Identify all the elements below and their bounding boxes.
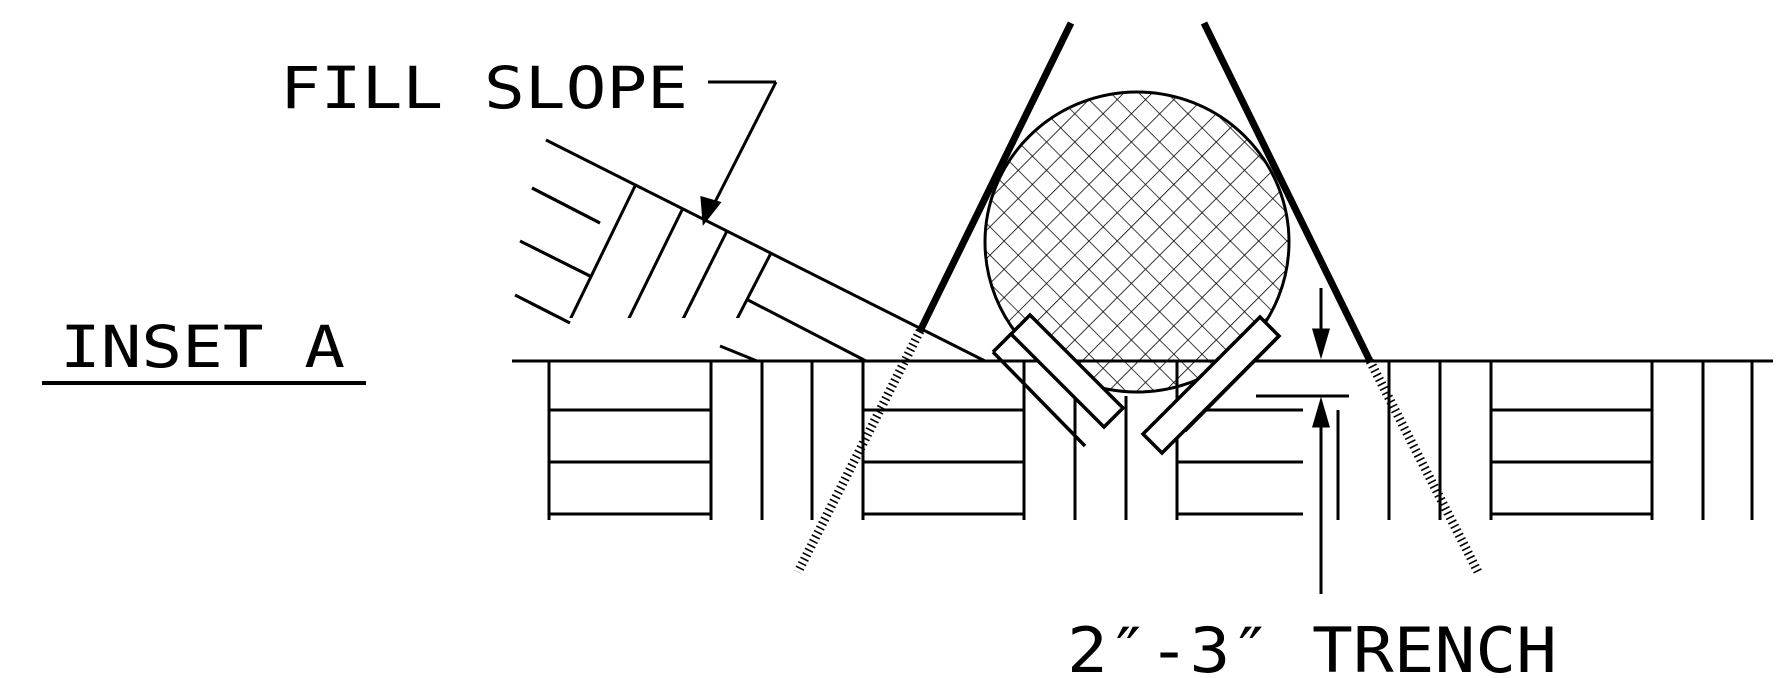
- ground-block-4: [1489, 361, 1654, 520]
- ground-block-1: [547, 361, 713, 520]
- fill-slope-wedge: [514, 138, 986, 363]
- trench-dimension: [1256, 288, 1349, 594]
- trench-label: 2″-3″ TRENCH: [1067, 614, 1557, 678]
- fill-slope-leader: [700, 80, 778, 226]
- ground-block-2: [861, 361, 1026, 520]
- v-trench-walls: [916, 21, 1374, 363]
- tilted-block-extensions: [991, 332, 1281, 448]
- fill-slope-label: FILL SLOPE: [280, 54, 688, 122]
- tilted-blocks: [1008, 312, 1282, 456]
- right-tilted-block: [1140, 314, 1282, 456]
- dotted-extensions: [793, 328, 1483, 575]
- root-ball: [983, 90, 1291, 394]
- inset-a-label: INSET A: [60, 313, 345, 381]
- left-tilted-block: [1008, 312, 1126, 430]
- ground-blocks: [547, 361, 1754, 520]
